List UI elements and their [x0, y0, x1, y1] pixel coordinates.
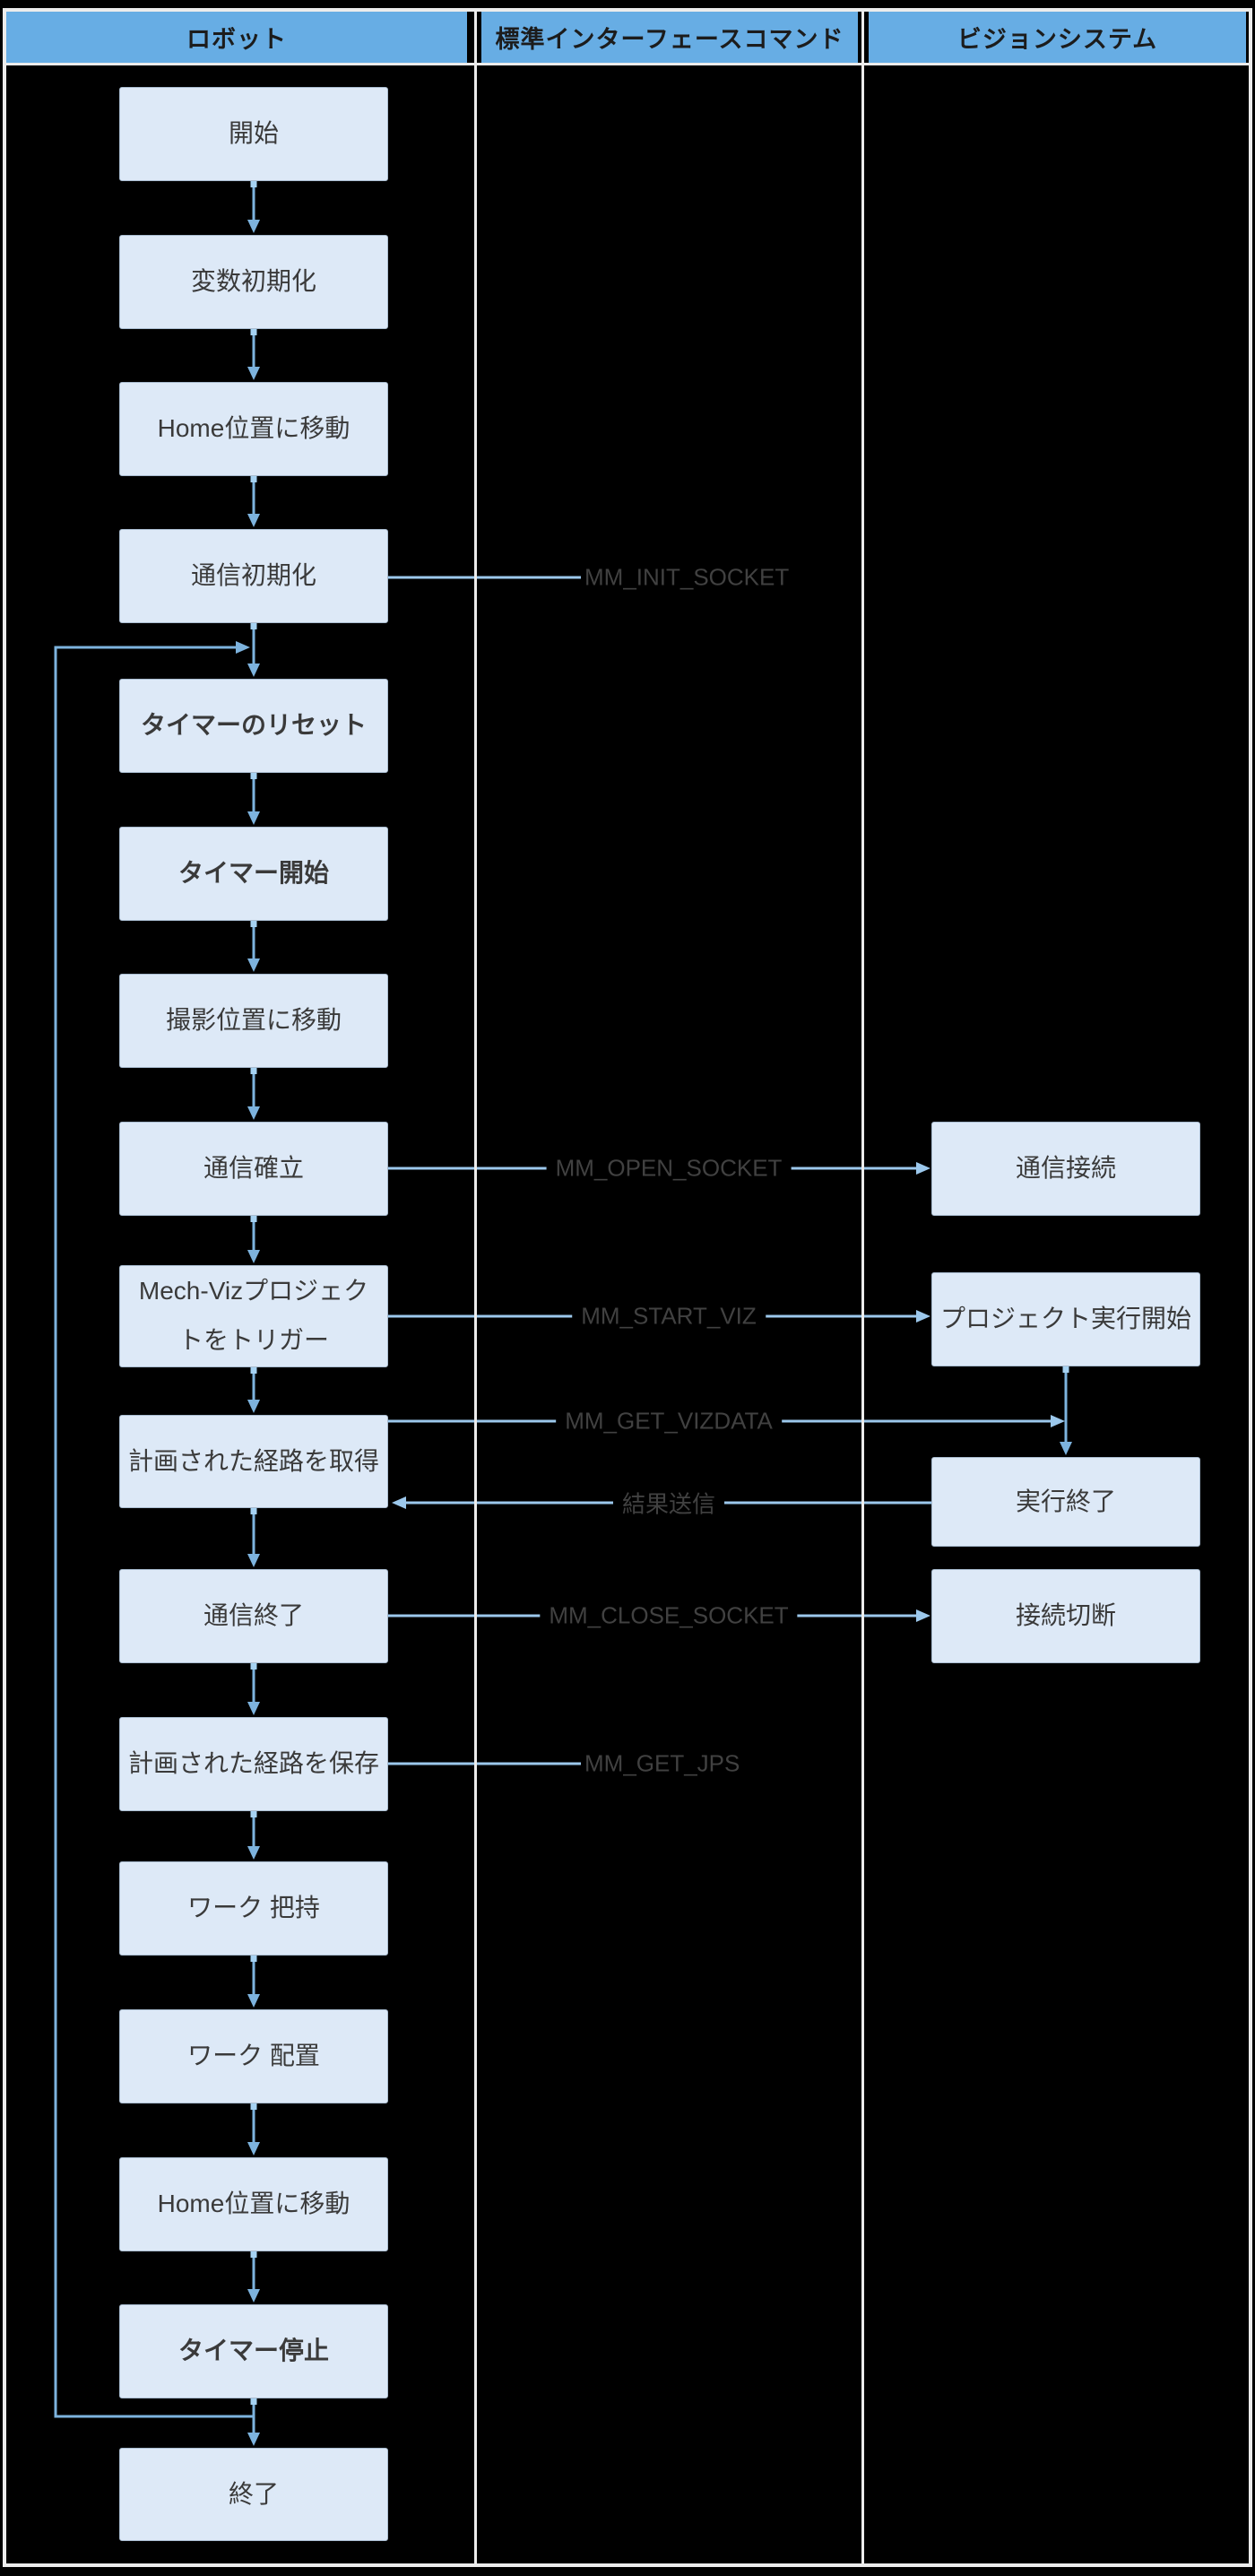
command-label-mm-open-socket: MM_OPEN_SOCKET — [546, 1154, 792, 1183]
lane-header-interface-commands: 標準インターフェースコマンド — [481, 12, 858, 63]
header-divider — [3, 63, 1252, 65]
robot-node-end-communication: 通信終了 — [119, 1569, 388, 1663]
robot-node-grasp-workpiece: ワーク 把持 — [119, 1861, 388, 1956]
robot-node-trigger-mechviz-project: Mech-Vizプロジェク トをトリガー — [119, 1265, 388, 1367]
robot-node-timer-start: タイマー開始 — [119, 827, 388, 921]
lane-header-robot: ロボット — [6, 12, 467, 63]
command-label-result-send: 結果送信 — [612, 1486, 725, 1520]
vision-node-execution-end: 実行終了 — [931, 1457, 1200, 1547]
robot-node-init-variables: 変数初期化 — [119, 235, 388, 329]
robot-node-start: 開始 — [119, 87, 388, 181]
robot-node-get-planned-path: 計画された経路を取得 — [119, 1415, 388, 1508]
robot-node-move-home-2: Home位置に移動 — [119, 2157, 388, 2251]
command-label-mm-start-viz: MM_START_VIZ — [572, 1302, 766, 1331]
robot-node-move-home-1: Home位置に移動 — [119, 382, 388, 476]
lane-divider-2 — [861, 8, 864, 2563]
robot-node-establish-communication: 通信確立 — [119, 1122, 388, 1216]
lane-header-vision-system: ビジョンシステム — [869, 12, 1246, 63]
robot-node-timer-stop: タイマー停止 — [119, 2304, 388, 2398]
command-label-mm-close-socket: MM_CLOSE_SOCKET — [540, 1601, 798, 1630]
vision-node-disconnect: 接続切断 — [931, 1569, 1200, 1663]
robot-node-place-workpiece: ワーク 配置 — [119, 2009, 388, 2103]
robot-node-move-capture-position: 撮影位置に移動 — [119, 974, 388, 1068]
vision-node-project-execution-start: プロジェクト実行開始 — [931, 1272, 1200, 1366]
command-label-mm-init-socket: MM_INIT_SOCKET — [584, 563, 790, 592]
robot-node-init-communication: 通信初期化 — [119, 529, 388, 623]
vision-node-connect: 通信接続 — [931, 1122, 1200, 1216]
robot-node-timer-reset: タイマーのリセット — [119, 679, 388, 773]
robot-node-save-planned-path: 計画された経路を保存 — [119, 1717, 388, 1811]
command-label-mm-get-vizdata: MM_GET_VIZDATA — [556, 1407, 782, 1435]
robot-node-end: 終了 — [119, 2448, 388, 2541]
command-label-mm-get-jps: MM_GET_JPS — [584, 1749, 740, 1778]
lane-divider-1 — [474, 8, 477, 2563]
diagram-frame — [3, 8, 1252, 2567]
